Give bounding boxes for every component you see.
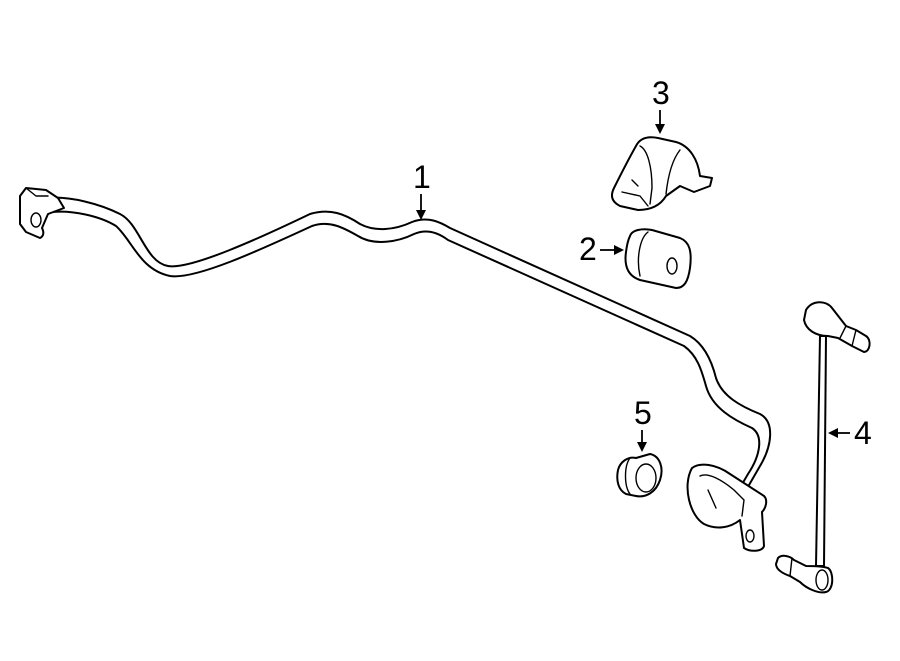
callout-2-label: 2 bbox=[579, 231, 597, 267]
callout-4: 4 bbox=[828, 415, 872, 451]
callout-3: 3 bbox=[652, 75, 670, 134]
callout-1-label: 1 bbox=[413, 159, 431, 195]
callout-5: 5 bbox=[634, 395, 652, 452]
bushing-clamp-bracket[interactable] bbox=[611, 136, 713, 211]
stabilizer-bar[interactable] bbox=[19, 187, 772, 552]
callout-3-label: 3 bbox=[652, 75, 670, 111]
callout-5-label: 5 bbox=[634, 395, 652, 431]
stabilizer-link[interactable] bbox=[775, 301, 871, 594]
nut[interactable] bbox=[616, 453, 663, 498]
bushing[interactable] bbox=[624, 228, 692, 289]
callout-4-label: 4 bbox=[854, 415, 872, 451]
callout-1: 1 bbox=[413, 159, 431, 220]
callout-2: 2 bbox=[579, 231, 624, 267]
